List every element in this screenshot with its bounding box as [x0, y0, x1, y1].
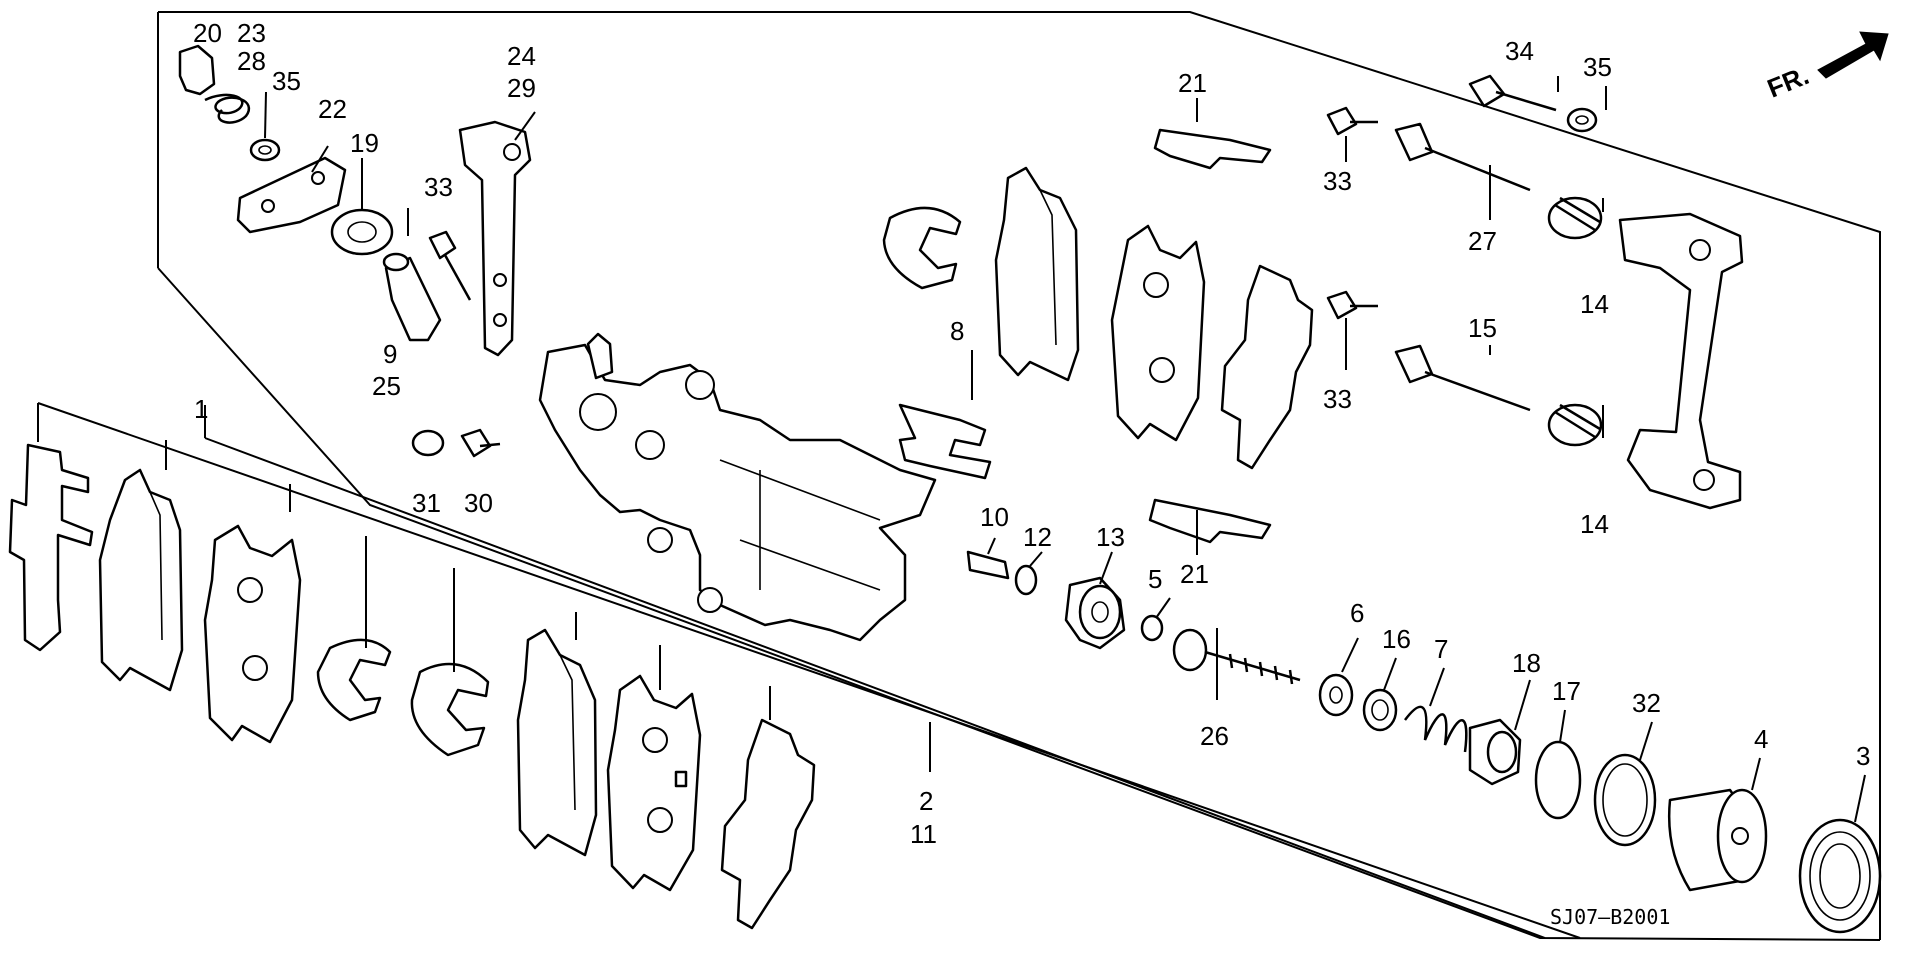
- callout-25: 25: [372, 371, 401, 401]
- callout-29: 29: [507, 73, 536, 103]
- callout-9: 9: [383, 339, 397, 369]
- callout-19: 19: [350, 128, 379, 158]
- callout-8: 8: [950, 316, 964, 346]
- callout-33-mid-top: 33: [1323, 166, 1352, 196]
- callout-13: 13: [1096, 522, 1125, 552]
- callout-4: 4: [1754, 724, 1768, 754]
- pad-set-parts: [8, 443, 816, 930]
- callout-12: 12: [1023, 522, 1052, 552]
- drawing-code: SJ07–B2001: [1550, 905, 1670, 929]
- callout-20: 20: [193, 18, 222, 48]
- callout-14-top: 14: [1580, 289, 1609, 319]
- front-direction-indicator: FR.: [1763, 31, 1889, 104]
- callout-30: 30: [464, 488, 493, 518]
- leader-lines: [165, 76, 1866, 823]
- callout-33-mid-bottom: 33: [1323, 384, 1352, 414]
- front-arrow-icon: [1817, 31, 1889, 79]
- callout-2: 2: [919, 786, 933, 816]
- callout-7: 7: [1434, 634, 1448, 664]
- callout-21-top: 21: [1178, 68, 1207, 98]
- callout-34: 34: [1505, 36, 1534, 66]
- callout-21-bottom: 21: [1180, 559, 1209, 589]
- callout-32: 32: [1632, 688, 1661, 718]
- callout-11: 11: [910, 819, 937, 849]
- front-direction-label: FR.: [1763, 60, 1813, 104]
- callout-16: 16: [1382, 624, 1411, 654]
- callout-33-left: 33: [424, 172, 453, 202]
- callout-10: 10: [980, 502, 1009, 532]
- callout-35-right: 35: [1583, 52, 1612, 82]
- callout-15: 15: [1468, 313, 1497, 343]
- callout-28: 28: [237, 46, 266, 76]
- callout-5: 5: [1148, 564, 1162, 594]
- callout-27: 27: [1468, 226, 1497, 256]
- callout-24: 24: [507, 41, 536, 71]
- callout-35-top: 35: [272, 66, 301, 96]
- callout-18: 18: [1512, 648, 1541, 678]
- callout-6: 6: [1350, 598, 1364, 628]
- callout-14-bottom: 14: [1580, 509, 1609, 539]
- guide-pins-and-bracket: [1394, 74, 1744, 510]
- callout-17: 17: [1552, 676, 1581, 706]
- callout-26: 26: [1200, 721, 1229, 751]
- callout-3: 3: [1856, 741, 1870, 771]
- pad-set-outline: [37, 402, 1581, 939]
- top-left-parts: [178, 44, 532, 458]
- callout-23: 23: [237, 18, 266, 48]
- callout-31: 31: [412, 488, 441, 518]
- pad-shims-top-middle: [882, 106, 1378, 544]
- piston-and-adjuster-parts: [966, 550, 1882, 934]
- callout-1: 1: [194, 394, 208, 424]
- callout-labels: 20 23 28 35 22 19 24 29 33 9 25 31 30 1 …: [193, 18, 1870, 849]
- caliper-body: [538, 332, 937, 642]
- callout-22: 22: [318, 94, 347, 124]
